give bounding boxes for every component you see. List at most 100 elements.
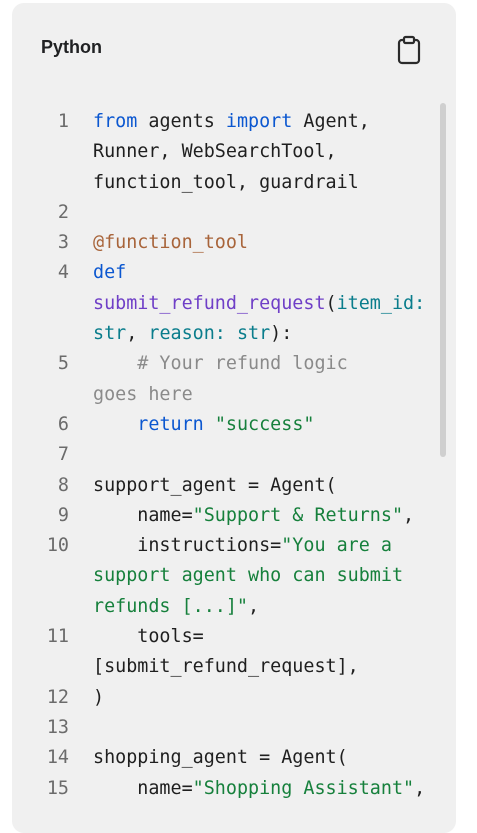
code-token: ): xyxy=(270,323,293,345)
code-line: 10 instructions="You are a support agent … xyxy=(12,531,456,622)
code-token: , xyxy=(126,323,149,345)
code-line: 7 xyxy=(12,440,456,470)
code-line: 11 tools= [submit_refund_request], xyxy=(12,622,456,683)
language-label: Python xyxy=(41,37,102,57)
code-row: ) xyxy=(93,683,433,713)
code-text: ) xyxy=(93,683,433,713)
code-row: refunds [...]", xyxy=(93,592,433,622)
code-token: name= xyxy=(93,504,193,526)
line-number: 14 xyxy=(46,747,69,769)
code-token: str xyxy=(93,323,127,345)
code-row: name="Shopping Assistant", xyxy=(93,774,433,804)
code-token: Runner, WebSearchTool, xyxy=(93,141,337,163)
code-line: 3 @function_tool xyxy=(12,228,456,258)
code-row: @function_tool xyxy=(93,228,433,258)
code-row xyxy=(93,198,433,228)
code-token: from xyxy=(93,111,138,132)
code-token: support agent who can submit xyxy=(93,565,404,587)
code-row xyxy=(93,440,433,470)
code-row: [submit_refund_request], xyxy=(93,652,433,682)
code-row: support agent who can submit xyxy=(93,561,433,591)
code-token: # Your refund logic xyxy=(93,353,348,375)
line-number: 11 xyxy=(46,626,69,648)
copy-button[interactable] xyxy=(396,35,422,65)
code-token: Agent, xyxy=(292,111,370,132)
code-token: , xyxy=(403,504,415,526)
code-token: "You are a xyxy=(281,535,392,557)
code-token: goes here xyxy=(93,383,193,405)
code-token: , xyxy=(414,777,426,799)
code-row: Runner, WebSearchTool, xyxy=(93,137,433,167)
code-line: 1 from agents import Agent, Runner, WebSea… xyxy=(12,107,456,198)
code-row: str, reason: str): xyxy=(93,319,433,349)
code-token: name= xyxy=(93,777,193,799)
line-number: 7 xyxy=(57,444,69,466)
line-number: 4 xyxy=(57,262,69,284)
code-text: tools= [submit_refund_request], xyxy=(93,622,433,683)
code-row: function_tool, guardrail xyxy=(93,168,433,198)
code-token: item_id: xyxy=(336,292,426,314)
line-number: 3 xyxy=(57,232,69,254)
code-token: ( xyxy=(325,292,337,314)
code-text: shopping_agent = Agent( xyxy=(93,743,433,773)
code-token: , xyxy=(248,595,260,617)
code-line: 14 shopping_agent = Agent( xyxy=(12,743,456,773)
code-token: instructions= xyxy=(93,535,282,557)
code-text: from agents import Agent, Runner, WebSear… xyxy=(93,107,433,198)
line-number: 1 xyxy=(57,111,69,132)
code-token: refunds [...]" xyxy=(93,595,249,617)
code-line: 12) xyxy=(12,683,456,713)
code-text xyxy=(93,440,433,470)
code-text: @function_tool xyxy=(93,228,433,258)
clipboard-icon xyxy=(397,35,421,65)
code-text: name="Shopping Assistant", xyxy=(93,774,433,804)
code-row: from agents import Agent, xyxy=(93,107,433,137)
code-token: function_tool, guardrail xyxy=(93,171,359,193)
code-block: Python 1 from agents import Agent, Runner,… xyxy=(12,3,456,833)
code-token: "Support & Returns" xyxy=(192,504,404,526)
code-token: support_agent = Agent( xyxy=(93,474,337,496)
code-token: @function_tool xyxy=(93,232,249,254)
line-number: 15 xyxy=(46,777,69,799)
code-row: instructions="You are a xyxy=(93,531,433,561)
line-number: 12 xyxy=(46,686,69,708)
code-token: shopping_agent = Agent( xyxy=(93,747,348,769)
code-token: ) xyxy=(93,686,105,708)
code-line: 6 return "success" xyxy=(12,410,456,440)
code-line: 13 xyxy=(12,713,456,743)
code-text xyxy=(93,713,433,743)
code-row: def xyxy=(93,258,433,288)
line-number: 9 xyxy=(57,504,69,526)
code-text: support_agent = Agent( xyxy=(93,471,433,501)
code-content[interactable]: 1 from agents import Agent, Runner, WebSea… xyxy=(12,107,456,804)
code-row: shopping_agent = Agent( xyxy=(93,743,433,773)
line-number: 2 xyxy=(57,201,69,223)
code-text: return "success" xyxy=(93,410,433,440)
code-text: name="Support & Returns", xyxy=(93,501,433,531)
line-number: 10 xyxy=(46,535,69,557)
code-token xyxy=(93,414,137,435)
code-token: [submit_refund_request], xyxy=(93,656,359,678)
line-number: 13 xyxy=(46,716,69,738)
code-token: reason: str xyxy=(148,323,271,345)
code-token: def xyxy=(93,262,127,284)
code-row: name="Support & Returns", xyxy=(93,501,433,531)
vertical-scrollbar[interactable] xyxy=(440,103,446,457)
code-line: 2 xyxy=(12,198,456,228)
code-line: 9 name="Support & Returns", xyxy=(12,501,456,531)
code-row: submit_refund_request(item_id: xyxy=(93,289,433,319)
code-row: tools= xyxy=(93,622,433,652)
code-text: instructions="You are a support agent who… xyxy=(93,531,433,622)
line-number: 6 xyxy=(57,413,69,435)
code-row: goes here xyxy=(93,380,433,410)
code-row: support_agent = Agent( xyxy=(93,471,433,501)
code-token: agents xyxy=(137,111,226,132)
code-row xyxy=(93,713,433,743)
code-token xyxy=(204,414,215,435)
code-text: # Your refund logic goes here xyxy=(93,349,433,410)
code-row: return "success" xyxy=(93,410,433,440)
